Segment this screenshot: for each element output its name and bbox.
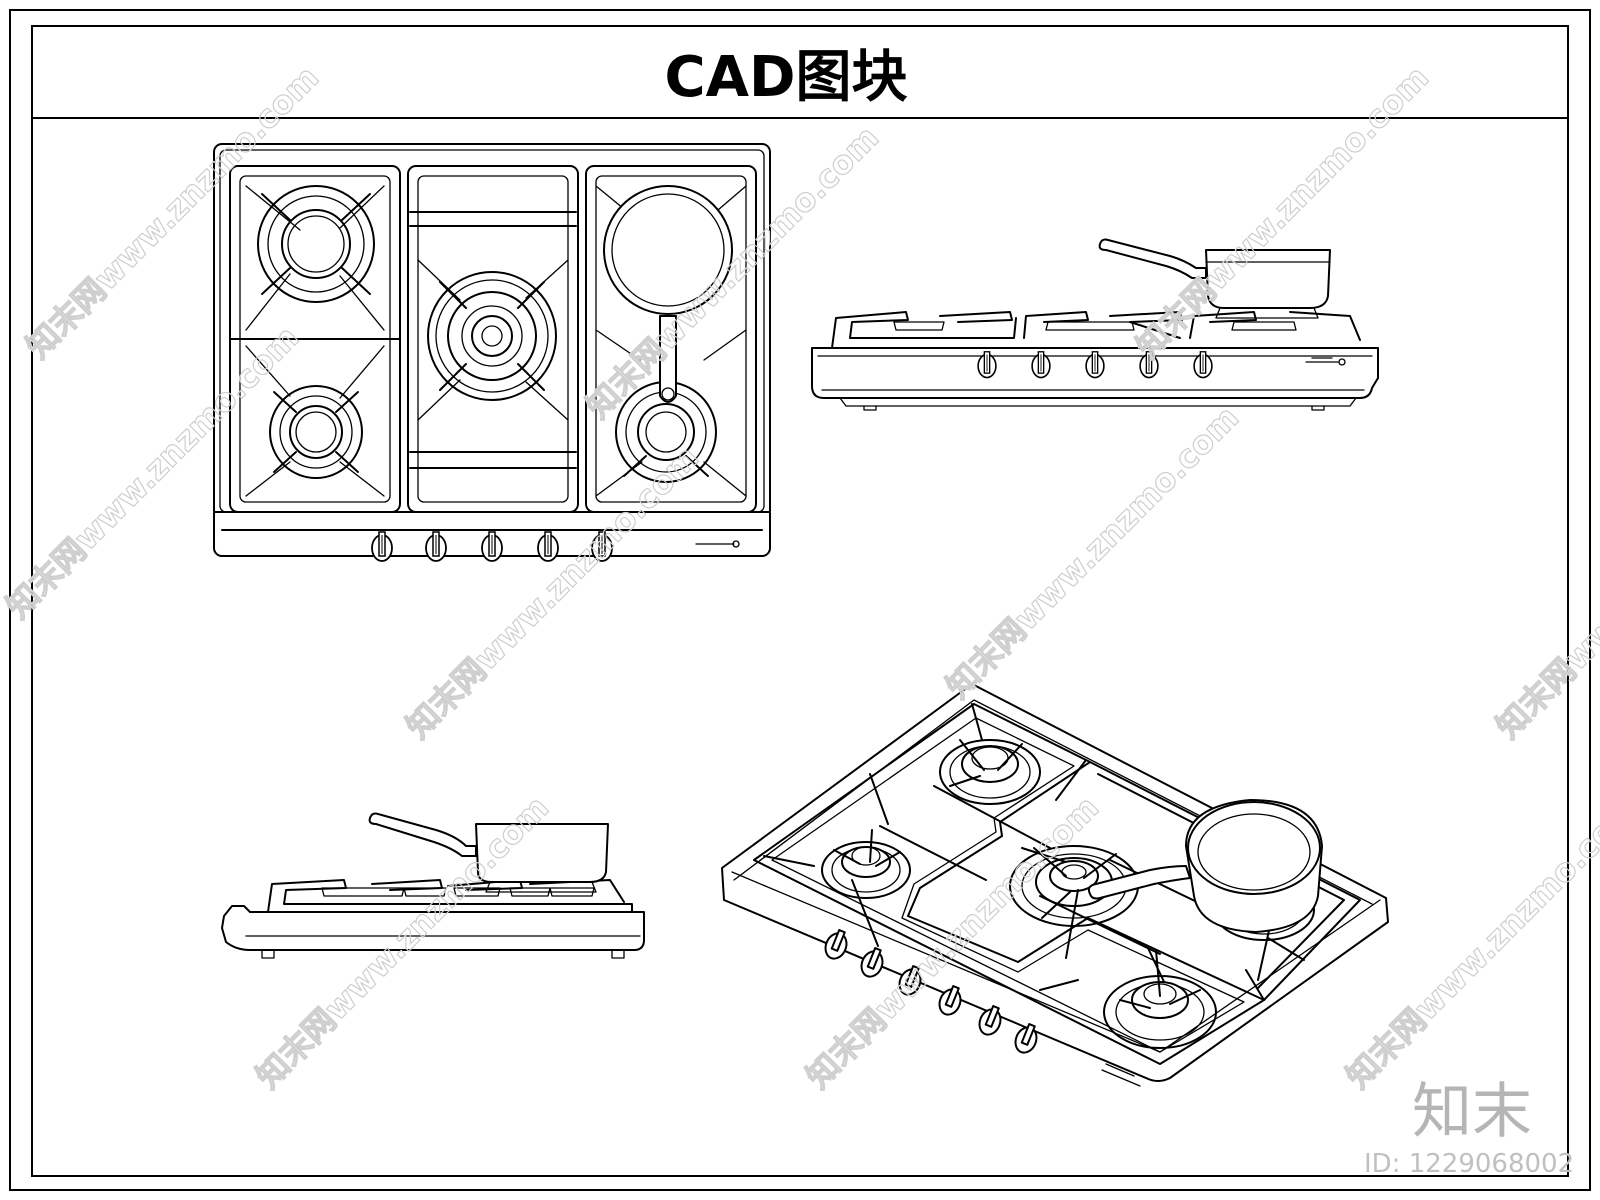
watermark-text: 知末网www.znzmo.com [1489,438,1600,745]
watermark-text: 知末网www.znzmo.com [939,398,1246,705]
drawing-title: CAD图块 [665,45,908,110]
front-view [811,238,1379,411]
pan-top-view [603,185,733,403]
iso-burner-2 [821,841,911,899]
pan-side-view [368,812,609,893]
watermark-text: 知末网www.znzmo.com [399,438,706,745]
burner-right-front [615,381,717,483]
burner-center-wok [427,271,557,401]
pan-iso-view [1087,799,1323,933]
image-id-label: ID: 1229068002 [1364,1149,1574,1179]
outer-border [9,9,1591,1191]
side-view [221,812,645,959]
top-view [213,143,771,562]
inner-border [31,25,1569,1177]
iso-burner-1 [939,739,1041,805]
burner-left-front [269,385,363,479]
burner-left-back [257,185,375,303]
iso-burner-5 [1103,975,1217,1049]
iso-knobs [824,929,1038,1054]
iso-view [721,683,1389,1087]
brand-logo: 知末 [1412,1077,1532,1147]
pan-front-view [1098,238,1331,319]
watermark-text: 知末网www.znzmo.com [1129,58,1436,365]
watermark-text: 知末网www.znzmo.com [1339,788,1600,1095]
watermark-text: 知末网www.znzmo.com [249,788,556,1095]
